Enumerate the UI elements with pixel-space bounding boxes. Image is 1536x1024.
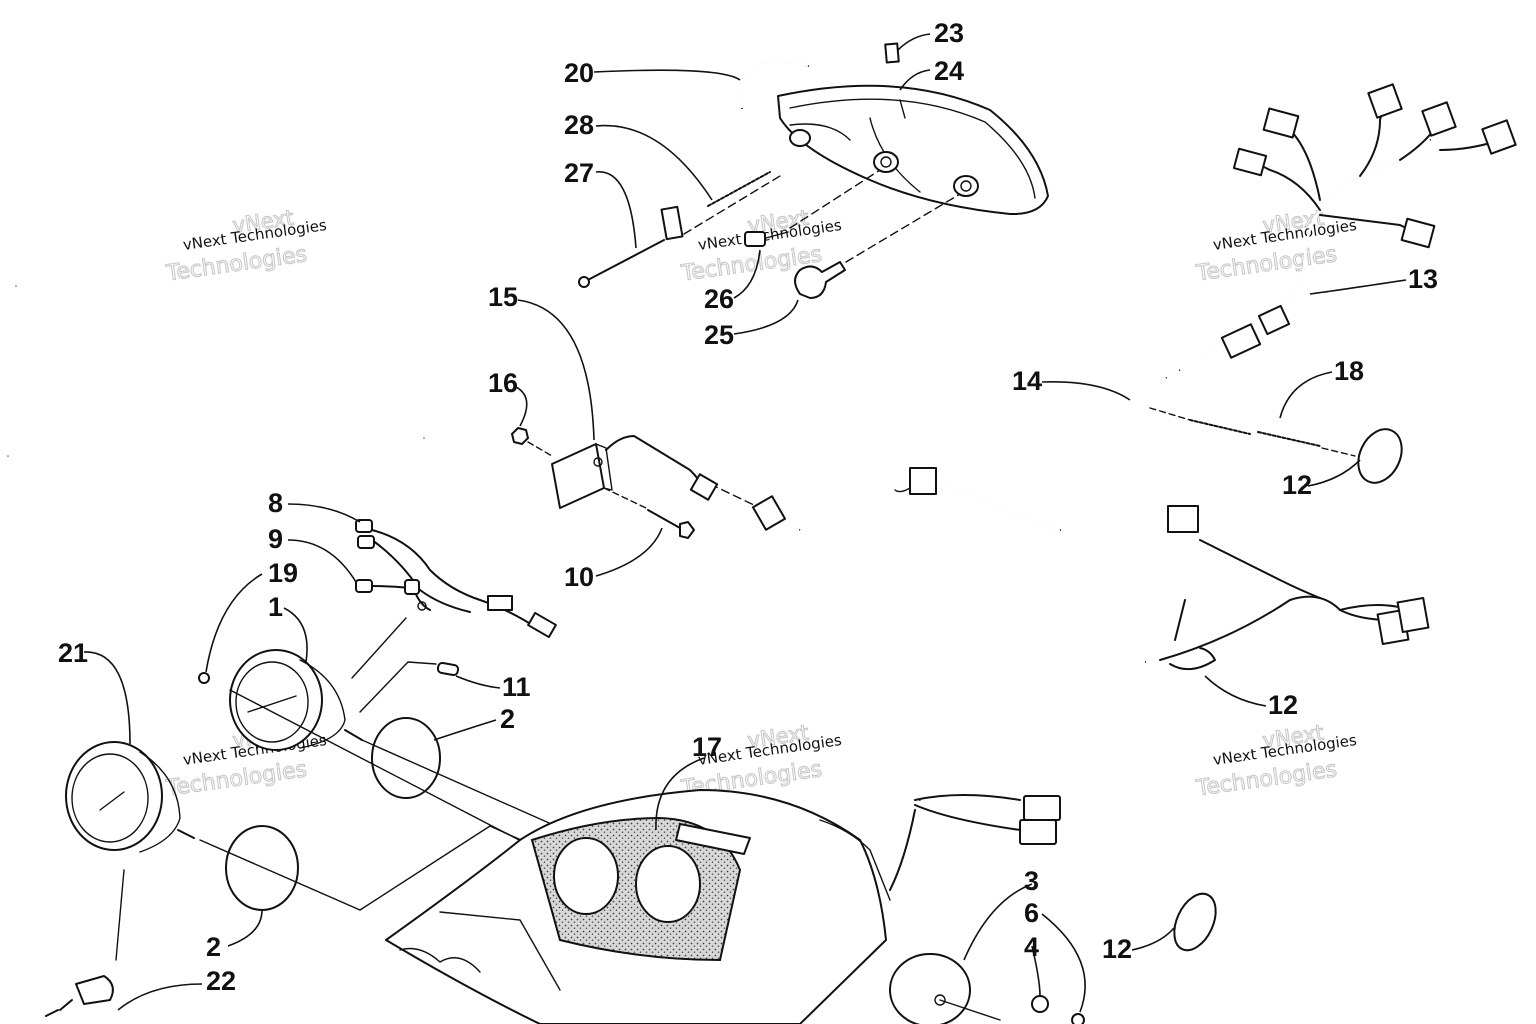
screw [198,672,210,684]
callout-22: 22 [206,966,236,996]
callout-25: 25 [704,320,734,350]
adjuster-spring [707,171,771,207]
main-wiring-harness [709,376,1167,891]
callout-8: 8 [268,488,283,518]
bulb [794,193,961,299]
callout-11: 11 [502,672,531,702]
callout-20: 20 [564,58,594,88]
callout-23: 23 [934,18,964,48]
harness-segment [1149,407,1356,457]
callout-24: 24 [934,56,964,86]
relay-module [551,435,719,509]
hex-nut [511,427,529,445]
callout-28: 28 [564,110,594,140]
washer [1031,995,1049,1013]
scan-speck [15,285,17,287]
callout-10: 10 [564,562,594,592]
tachometer-gauge [65,741,195,853]
watermark: vNext vNext Technologies Technologies [1194,720,1358,802]
headlight-harness [1179,83,1517,372]
assembly-line [527,441,553,457]
callout-3: 3 [1024,866,1039,896]
headlight-assembly [777,84,1049,216]
speedometer-gauge [229,649,363,751]
callout-12-upper: 12 [1282,470,1312,500]
callout-19: 19 [268,558,298,588]
callout-12-lower: 12 [1102,934,1132,964]
switch-harness [1159,505,1430,661]
instrument-panel [385,789,891,1024]
callout-1: 1 [268,592,283,622]
callout-21: 21 [58,638,88,668]
callout-15: 15 [488,282,518,312]
watermark: vNext vNext Technologies Technologies [1194,205,1358,287]
gauge-bezel-ring [371,717,441,799]
gauge-bezel-ring [225,825,299,911]
scan-speck [7,455,9,457]
callout-12-middle: 12 [1268,690,1298,720]
callout-9: 9 [268,524,283,554]
clamp-ring [1169,647,1216,671]
leader-lines [83,33,1407,1013]
watermark: vNext vNext Technologies Technologies [164,205,328,287]
callout-2-lower: 2 [206,932,221,962]
callout-labels: 20 23 24 28 27 26 25 13 15 16 14 18 12 8… [58,18,1438,996]
clamp-ring [1357,428,1403,484]
nut [1071,1013,1085,1024]
clip-part [884,42,900,64]
gauge-bulb [359,661,460,713]
callout-13: 13 [1408,264,1438,294]
callout-6: 6 [1024,898,1039,928]
mounting-bolt [603,487,695,539]
callout-17: 17 [692,732,722,762]
sender-unit [45,975,114,1017]
callout-18: 18 [1334,356,1364,386]
callout-26: 26 [704,284,734,314]
lower-gauge [889,953,1001,1024]
adjuster-screw [578,175,781,288]
callout-14: 14 [1012,366,1042,396]
clamp-ring [1173,892,1217,952]
gauge-wiring [351,519,557,679]
callout-27: 27 [564,158,594,188]
scan-speck [423,437,425,439]
callout-16: 16 [488,368,518,398]
callout-4: 4 [1024,932,1039,962]
bulb-socket [744,169,881,247]
callout-2-upper: 2 [500,704,515,734]
